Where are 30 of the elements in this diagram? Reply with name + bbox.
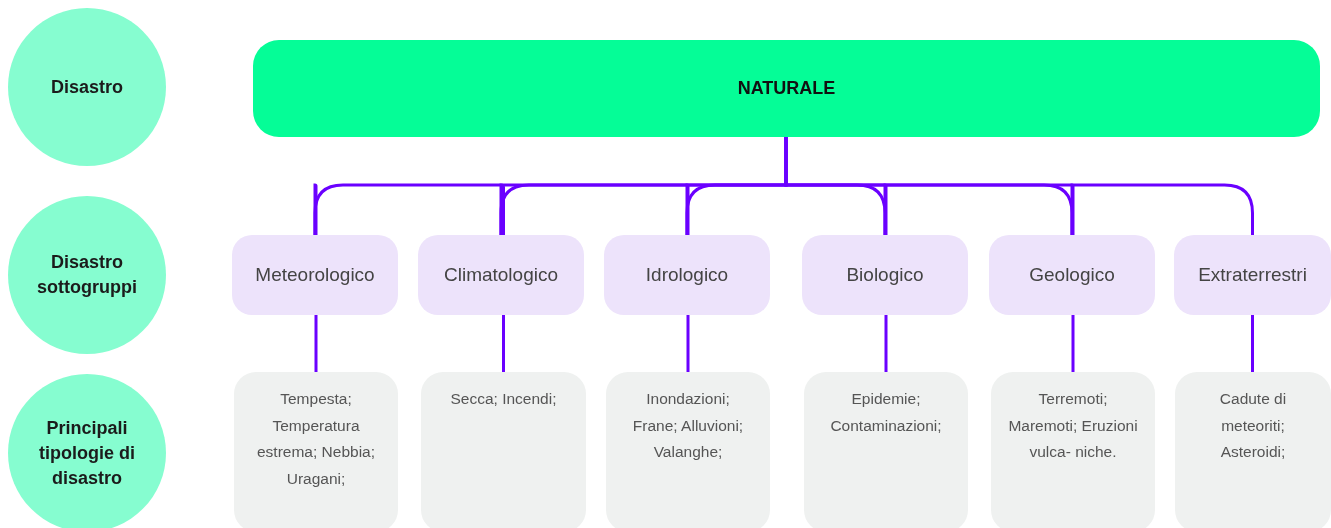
category-box (253, 40, 1320, 137)
node-label: Extraterrestri (1198, 264, 1307, 286)
node-label: Biologico (846, 264, 924, 286)
node-label: Disastro (51, 75, 123, 99)
type-list-box (804, 372, 968, 528)
type-list-box (234, 372, 398, 528)
node-label: Climatologico (443, 264, 558, 286)
subgroup-box (604, 235, 770, 315)
subgroup-box (802, 235, 968, 315)
subgroup-box (232, 235, 398, 315)
type-list-box (991, 372, 1155, 528)
type-list-box (606, 372, 770, 528)
node-label: Disastro sottogruppi (36, 251, 138, 299)
subgroup-box (989, 235, 1155, 315)
type-list-box (421, 372, 586, 528)
node-label: Principali tipologie di disastro (38, 416, 136, 490)
disaster-types-text: Cadute di meteoriti; Asteroidi; (1218, 389, 1288, 462)
subgroup-box (418, 235, 584, 315)
disaster-types-text: Secca; Incendi; (450, 389, 557, 409)
node-label: NATURALE (737, 78, 836, 99)
connector-line (1251, 315, 1254, 372)
disaster-types-text: Epidemie; Contaminazioni; (829, 389, 943, 436)
subgroup-box (1174, 235, 1331, 315)
type-list-box (1175, 372, 1331, 528)
disaster-types-text: Terremoti; Maremoti; Eruzioni vulca- niche. (1007, 389, 1139, 462)
node-label: Meteorologico (255, 264, 375, 286)
node-label: Idrologico (645, 264, 729, 286)
node-label: Geologico (1029, 264, 1115, 286)
disaster-types-text: Inondazioni; Frane; Alluvioni; Valanghe; (631, 389, 745, 462)
disaster-types-text: Tempesta; Temperatura estrema; Nebbia; Uragani; (256, 389, 376, 489)
